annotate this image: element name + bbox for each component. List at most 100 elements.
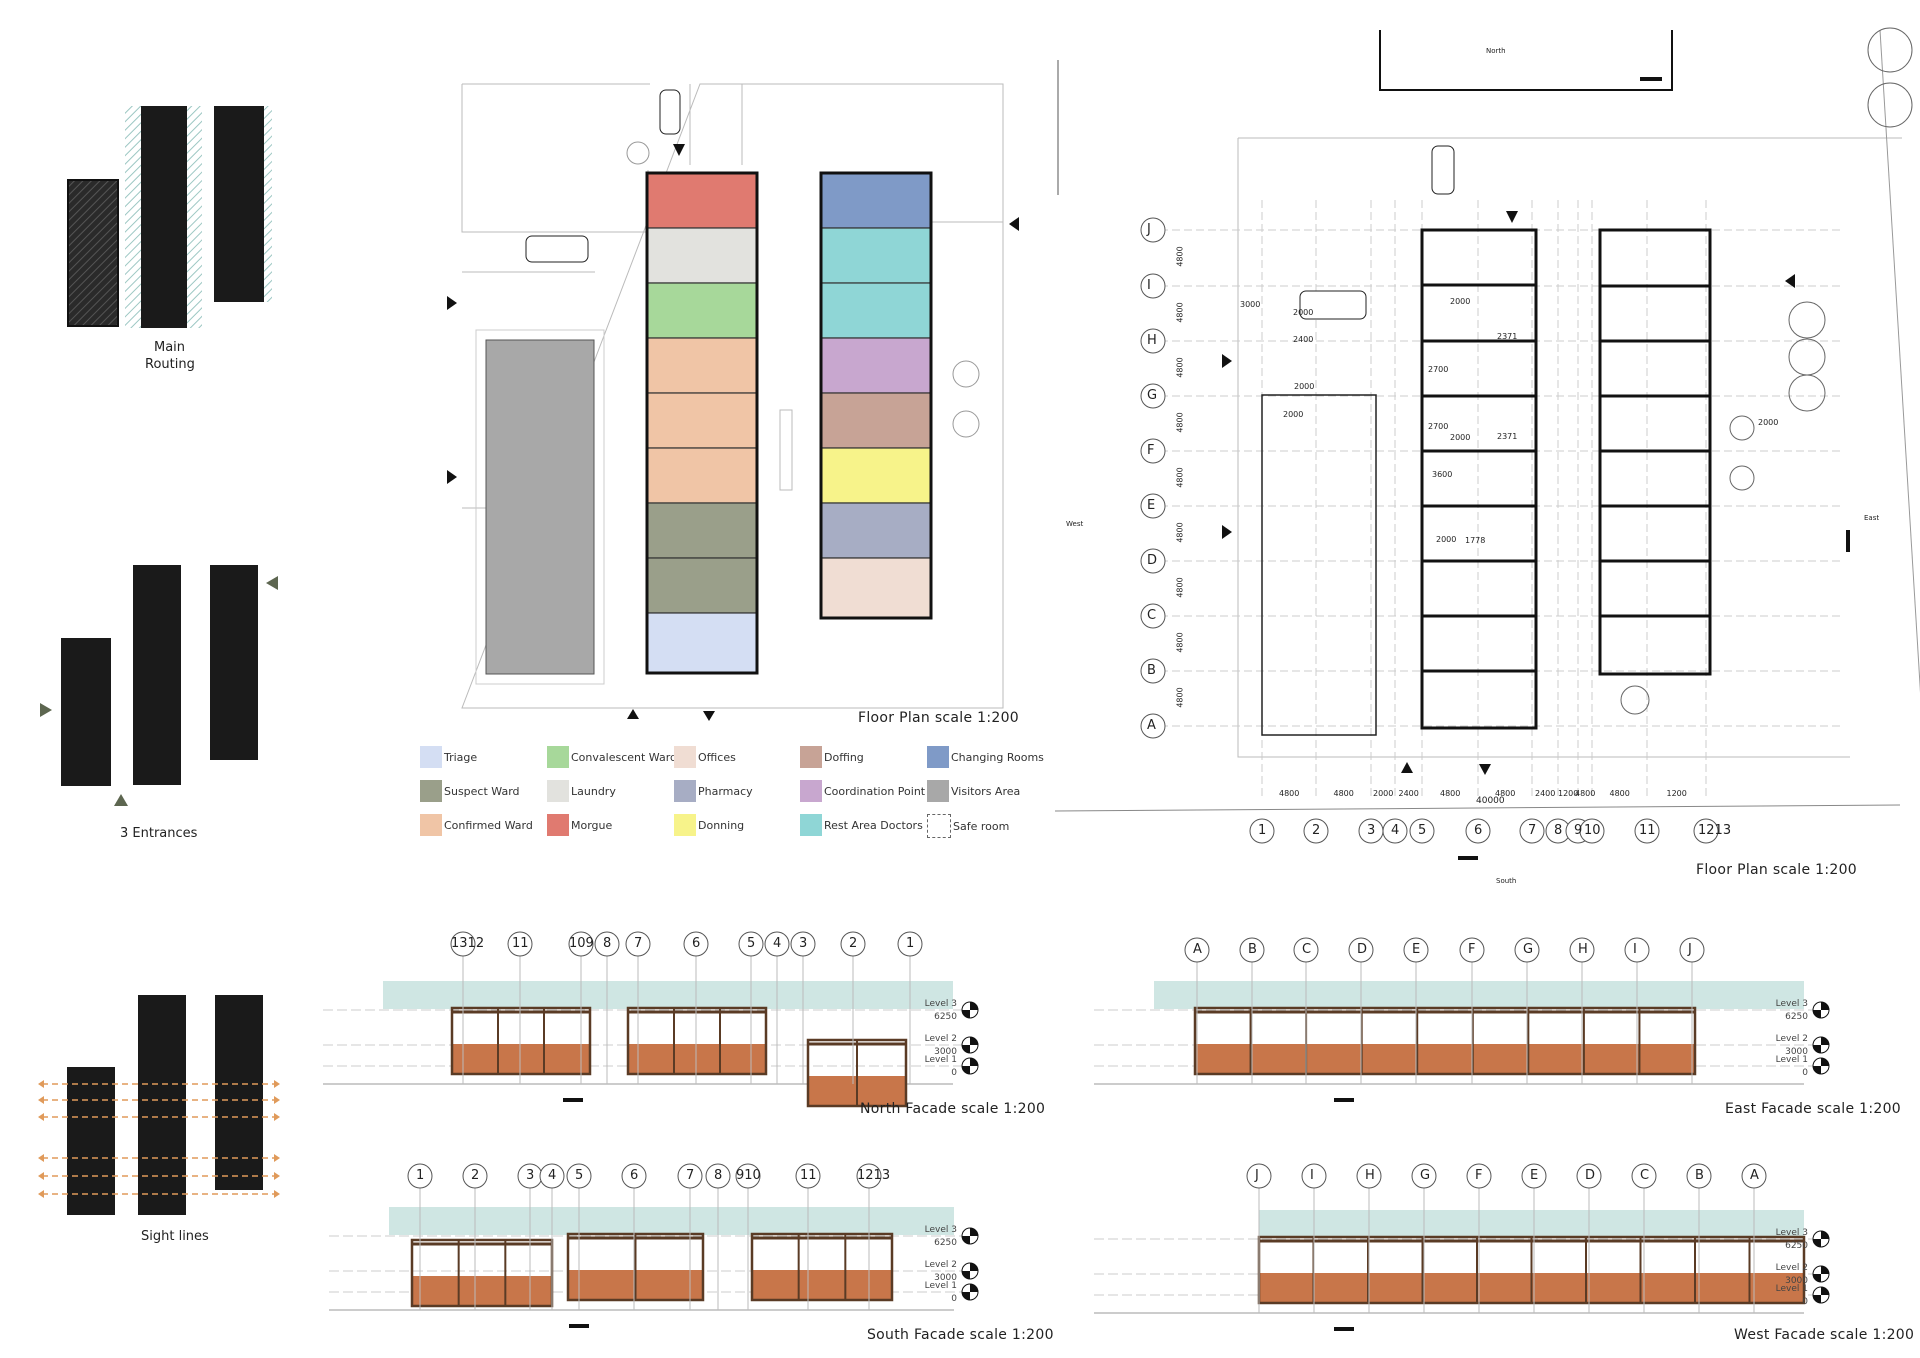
level-name: Level 3 [1775, 999, 1808, 1009]
grid-bubble [738, 931, 764, 957]
grid-col-label: 9 [1574, 823, 1583, 838]
elevation-grid-label: E [1412, 942, 1421, 957]
level-marker-fill [962, 1228, 978, 1244]
elevation-grid-label: A [1750, 1168, 1759, 1183]
room-donning [820, 447, 932, 504]
grid-row-dim: 4800 [1175, 687, 1185, 708]
compass-north: North [1486, 47, 1506, 55]
level-value: 3000 [1785, 1047, 1808, 1057]
grid-bubble [1624, 937, 1650, 963]
grid-row-dim: 4800 [1175, 302, 1185, 323]
legend-item: Visitors Area [927, 780, 1020, 802]
grid-row-dim: 4800 [1175, 246, 1185, 267]
elevation-grid-label: C [1302, 942, 1312, 957]
frame [450, 1006, 592, 1076]
grid-bubble [856, 1163, 882, 1189]
grid-bubble [1348, 937, 1374, 963]
grid-bubble [840, 931, 866, 957]
level-value: 6250 [934, 1238, 957, 1248]
grid-col-dim: 2400 [1535, 789, 1556, 798]
grid-col-dim: 1200 [1666, 789, 1687, 798]
elevation-south [329, 1163, 979, 1328]
level-name: Level 2 [1775, 1034, 1808, 1044]
grid-bubble [621, 1163, 647, 1189]
legend-item: Coordination Point [800, 780, 925, 802]
grid-bubble-row [1140, 493, 1166, 519]
legend-swatch [547, 780, 569, 802]
room-suspect-ward [646, 502, 758, 559]
level-marker-fill [962, 1263, 978, 1279]
elevation-grid-label: 7 [686, 1168, 695, 1183]
legend-item: Confirmed Ward [420, 814, 533, 836]
legend-swatch [674, 814, 696, 836]
sight-arrow-right [274, 1096, 280, 1104]
level-marker-fill [1813, 1037, 1829, 1053]
elevation-grid-label: 1 [416, 1168, 425, 1183]
grid-col-label: 5 [1418, 823, 1427, 838]
grid-bubble [1686, 1163, 1712, 1189]
south-facade-caption: South Facade scale 1:200 [867, 1327, 1054, 1343]
grid-bubble-row [1140, 328, 1166, 354]
inner-dimension: 3600 [1432, 470, 1453, 479]
elevation-grid-label: F [1475, 1168, 1483, 1183]
grid-row-dim: 4800 [1175, 357, 1185, 378]
grid-bubble [462, 1163, 488, 1189]
level-name: Level 2 [924, 1260, 957, 1270]
grid-row-label: D [1147, 553, 1158, 568]
grid-bubble [1569, 937, 1595, 963]
level-name: Level 3 [924, 999, 957, 1009]
level-value: 0 [951, 1294, 957, 1304]
grid-bubble-col [1303, 818, 1329, 844]
grid-row-label: H [1147, 333, 1157, 348]
overall-dimension: 40000 [1476, 796, 1505, 806]
legend-label: Triage [444, 750, 478, 764]
grid-bubble [1679, 937, 1705, 963]
room-offices [820, 557, 932, 619]
legend-item: Morgue [547, 814, 612, 836]
grid-row-label: E [1147, 498, 1156, 513]
inner-dimension: 2000 [1436, 535, 1457, 544]
legend-label: Laundry [571, 784, 616, 798]
room-rest-area-doctors [820, 227, 932, 284]
grid-bubble-row [1140, 603, 1166, 629]
grid-col-dim: 4800 [1333, 789, 1354, 798]
grid-col-dim: 4800 [1495, 789, 1516, 798]
grid-col-dim: 2400 [1398, 789, 1419, 798]
elevation-north [323, 931, 979, 1108]
sky-band [1154, 981, 1804, 1009]
compass-south: South [1496, 877, 1517, 885]
legend-label: Donning [698, 818, 745, 832]
level-name: Level 1 [924, 1055, 957, 1065]
elevation-grid-label: D [1585, 1168, 1596, 1183]
grid-row-label: J [1147, 222, 1151, 237]
grid-bubble [790, 931, 816, 957]
main-routing-label-1: Main [154, 340, 186, 355]
grid-row-label: B [1147, 663, 1156, 678]
elevation-grid-label: 7 [634, 936, 643, 951]
legend-label: Pharmacy [698, 784, 753, 798]
grid-row-dim: 4800 [1175, 522, 1185, 543]
inner-dimension: 2700 [1428, 365, 1449, 374]
sky-band [389, 1207, 954, 1235]
legend-item: Convalescent Ward [547, 746, 677, 768]
grid-bubble [450, 931, 476, 957]
room-confirmed-ward [646, 447, 758, 504]
legend-item: Laundry [547, 780, 616, 802]
elevation-grid-label: 5 [575, 1168, 584, 1183]
elevation-grid-label: B [1695, 1168, 1704, 1183]
grid-bubble [735, 1163, 761, 1189]
grid-bubble [683, 931, 709, 957]
legend-swatch [420, 814, 442, 836]
grid-bubble [1466, 1163, 1492, 1189]
elevation-grid-label: H [1578, 942, 1588, 957]
level-name: Level 3 [924, 1225, 957, 1235]
inner-dimension: 2700 [1428, 422, 1449, 431]
grid-col-label: 3 [1367, 823, 1376, 838]
grid-bubble [568, 931, 594, 957]
elevation-grid-label: 1 [906, 936, 915, 951]
grid-col-label: 1 [1258, 823, 1267, 838]
grid-bubble [677, 1163, 703, 1189]
grid-row-dim: 4800 [1175, 632, 1185, 653]
inner-dimension: 2000 [1293, 308, 1314, 317]
frame [750, 1232, 894, 1302]
